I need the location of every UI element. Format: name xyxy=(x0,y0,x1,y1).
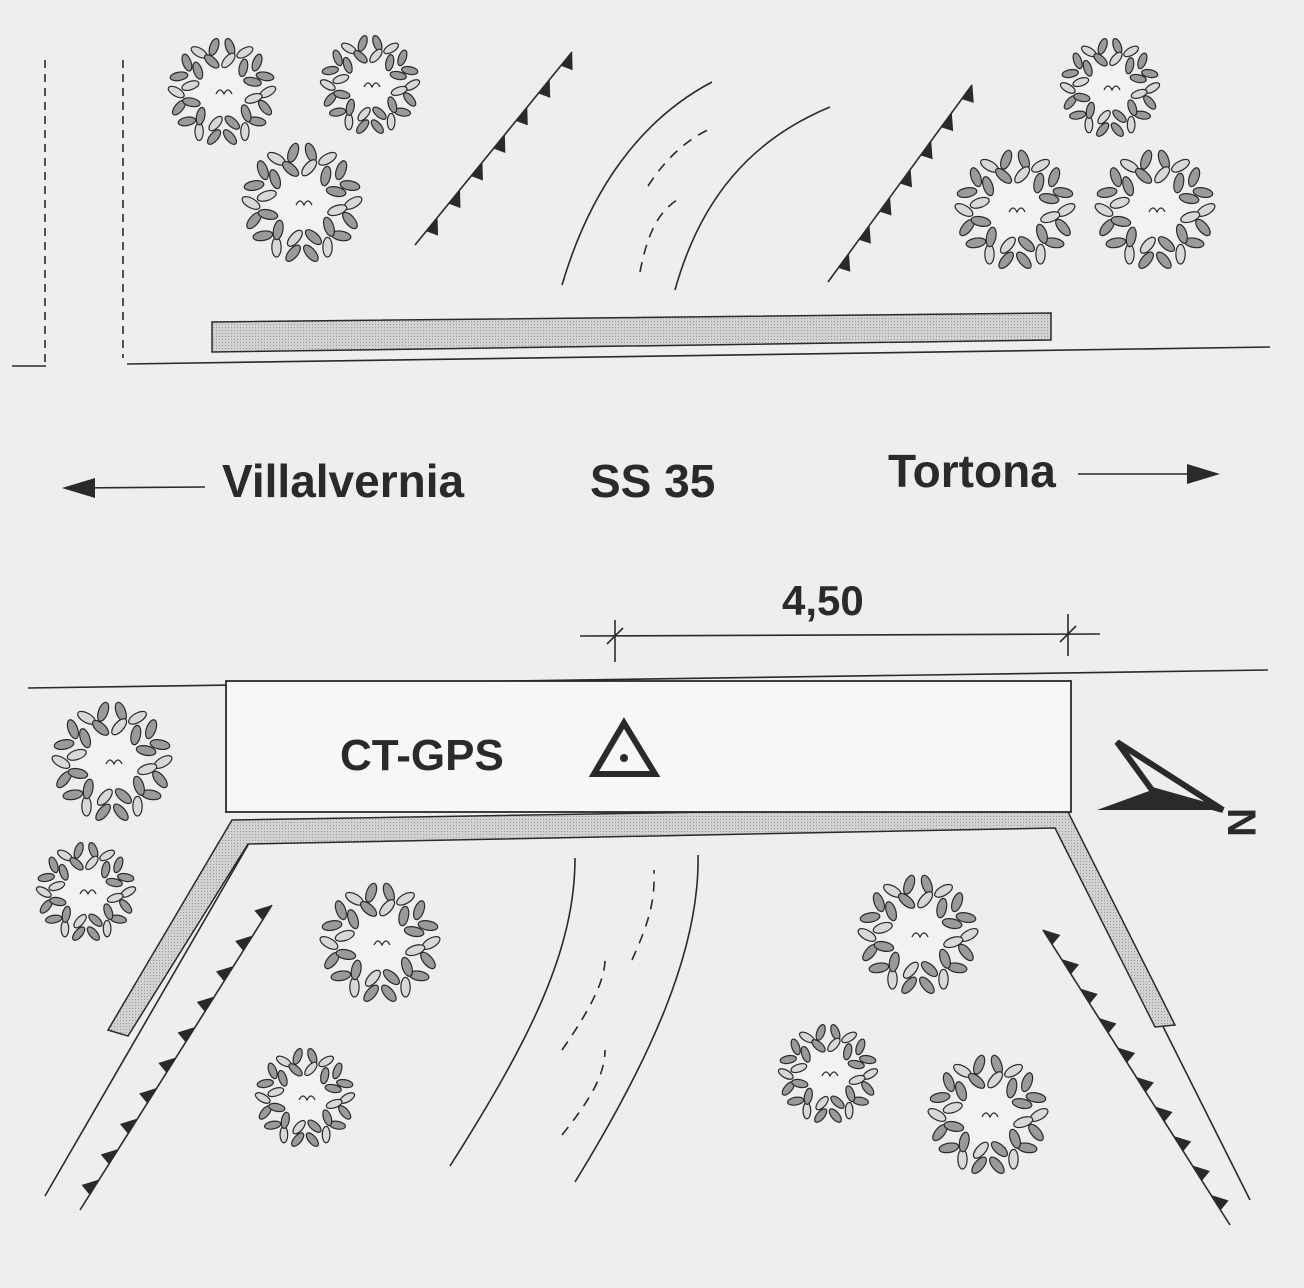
station-area xyxy=(225,680,1072,813)
embankment-tooth xyxy=(1211,1195,1229,1211)
embankment-tooth xyxy=(1042,929,1061,945)
tree-icon xyxy=(954,149,1076,269)
label-road-ss35: SS 35 xyxy=(590,455,715,507)
side-road-centerline xyxy=(631,869,655,961)
side-road-edge xyxy=(561,81,713,286)
side-road-centerline xyxy=(647,127,713,187)
embankment-row xyxy=(1042,929,1231,1226)
embankment-tooth xyxy=(100,1149,119,1165)
side-road-centerline xyxy=(561,959,606,1051)
embankment-tooth xyxy=(961,84,974,103)
embankment-tooth xyxy=(1154,1106,1173,1122)
triangle-with-dot-icon xyxy=(588,717,661,777)
embankment-tooth xyxy=(1080,988,1098,1004)
embankment-tooth xyxy=(139,1088,157,1104)
tree-icon xyxy=(254,1048,356,1147)
label-villalvernia: Villalvernia xyxy=(222,455,465,507)
embankment-tooth xyxy=(1173,1136,1192,1152)
road-edge-north xyxy=(126,346,1271,365)
side-road-edge xyxy=(574,854,699,1183)
dimension-line xyxy=(579,633,1101,637)
embankment-tooth xyxy=(879,197,892,216)
embankment-tooth xyxy=(119,1118,138,1134)
embankment-tooth xyxy=(448,189,461,209)
side-road-edge xyxy=(449,857,576,1167)
tree-icon xyxy=(167,37,277,145)
side-road-edge xyxy=(674,106,831,291)
arrow-west-head xyxy=(62,478,95,498)
tree-icon xyxy=(241,142,363,262)
embankment-tooth xyxy=(1061,959,1080,975)
side-road-centerline xyxy=(639,197,681,273)
label-north: N xyxy=(1219,808,1263,837)
embankment-tooth xyxy=(426,217,439,236)
tree-icon xyxy=(927,1054,1049,1174)
embankment-tooth xyxy=(235,935,253,951)
label-station: CT-GPS xyxy=(340,731,504,780)
trees xyxy=(35,35,1216,1174)
embankment-tooth xyxy=(1117,1047,1136,1063)
embankment-tooth xyxy=(158,1057,176,1073)
embankment-tooth xyxy=(1192,1165,1210,1181)
embankment-tooth xyxy=(1098,1018,1117,1034)
tree-icon xyxy=(319,882,441,1002)
arrow-east-head xyxy=(1187,464,1220,484)
embankment-tooth xyxy=(1136,1077,1154,1093)
embankment-tooth xyxy=(177,1027,196,1043)
embankment-tooth xyxy=(920,140,933,160)
embankment-row xyxy=(414,51,573,246)
tree-icon xyxy=(1094,149,1216,269)
tree-icon xyxy=(319,35,421,134)
embankment-tooth xyxy=(493,134,506,153)
embankment-tooth xyxy=(515,106,528,126)
embankment-tooth xyxy=(196,996,215,1012)
label-dimension: 4,50 xyxy=(782,577,864,624)
dimension-slash-right xyxy=(1059,625,1077,643)
label-tortona: Tortona xyxy=(888,445,1056,497)
side-road-centerline xyxy=(561,1049,606,1136)
embankment-marks xyxy=(79,51,1231,1226)
embankment-tooth xyxy=(858,225,871,244)
tree-icon xyxy=(777,1024,879,1123)
embankment-tooth xyxy=(900,168,913,188)
tree-icon xyxy=(51,701,173,821)
embankment-tooth xyxy=(81,1179,100,1195)
north-sidewalk xyxy=(211,312,1052,353)
tree-icon xyxy=(35,842,137,941)
south-sidewalk xyxy=(106,805,1177,1037)
lower-road-edge-left xyxy=(44,844,249,1197)
dimension-slash-left xyxy=(606,627,624,645)
embankment-tooth xyxy=(838,253,851,272)
north-arrow-icon xyxy=(1097,739,1225,813)
embankment-row xyxy=(79,904,273,1211)
tree-icon xyxy=(1059,38,1161,137)
embankment-tooth xyxy=(560,51,573,71)
embankment-tooth xyxy=(538,79,551,98)
embankment-tooth xyxy=(254,905,272,921)
embankment-tooth xyxy=(215,966,234,982)
embankment-row xyxy=(827,84,974,283)
arrow-west-line xyxy=(74,486,206,489)
embankment-tooth xyxy=(471,162,483,181)
embankment-tooth xyxy=(941,112,954,132)
tree-icon xyxy=(857,874,979,994)
